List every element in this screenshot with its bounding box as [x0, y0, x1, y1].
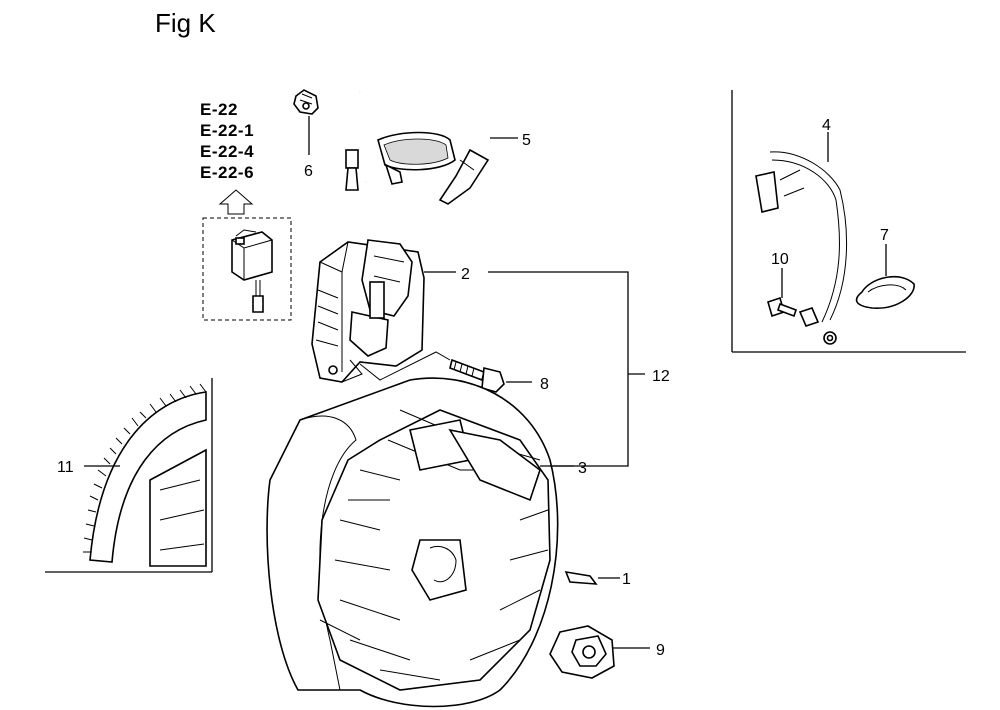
reference-arrow-icon	[218, 189, 254, 215]
reference-list: E-22 E-22-1 E-22-4 E-22-6	[200, 99, 254, 183]
leader-12-bracket	[488, 271, 629, 467]
flange-nut-part-9	[549, 625, 615, 679]
reference-item: E-22-1	[200, 121, 255, 140]
cable-clip-part-7	[855, 275, 915, 309]
reference-item: E-22-6	[200, 163, 255, 182]
callout-2: 2	[461, 266, 470, 283]
screw-part-10	[767, 296, 798, 318]
figure-title: Fig K	[155, 8, 216, 38]
callout-6: 6	[304, 163, 313, 180]
callout-7: 7	[880, 227, 889, 244]
alternate-coil-part	[231, 229, 273, 313]
alternate-coil-box	[202, 217, 292, 321]
callout-9: 9	[656, 642, 665, 659]
coil-base-line	[359, 351, 451, 381]
callout-5: 5	[522, 132, 531, 149]
reference-item: E-22-4	[200, 142, 255, 161]
callout-1: 1	[622, 571, 631, 588]
callout-12: 12	[652, 368, 670, 385]
callout-11: 11	[57, 459, 74, 476]
clip-part-6	[293, 89, 319, 115]
flywheel-part-3	[266, 377, 559, 708]
bolt-part-8	[449, 358, 505, 393]
inset-box	[731, 90, 966, 353]
callout-3: 3	[578, 460, 587, 477]
wire-harness-part-4	[755, 151, 848, 345]
ring-gear-part-11	[45, 378, 213, 573]
ignition-coil-part-2	[311, 239, 425, 383]
callout-10: 10	[771, 251, 789, 268]
reference-item: E-22	[200, 100, 238, 119]
woodruff-key-part-1	[564, 570, 598, 585]
callout-8: 8	[540, 376, 549, 393]
callout-4: 4	[822, 117, 831, 134]
